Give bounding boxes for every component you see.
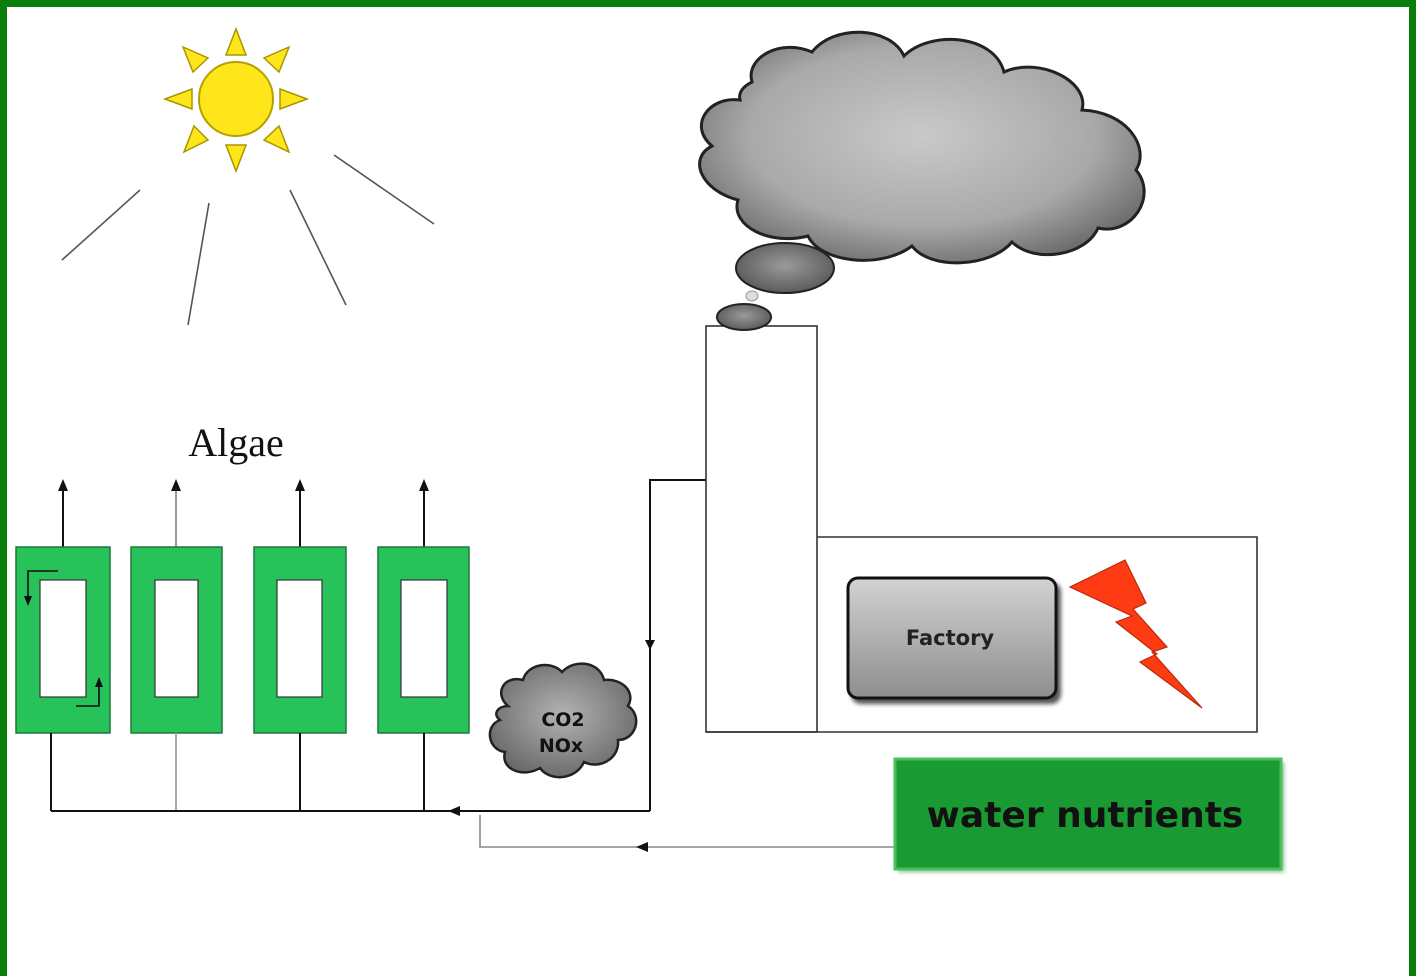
bioreactor-3 xyxy=(253,546,347,734)
bioreactor-1 xyxy=(15,546,111,734)
water-nutrients-label: water nutrients xyxy=(927,795,1244,836)
algae-label: Algae xyxy=(188,420,284,465)
bioreactor-2 xyxy=(130,546,223,734)
co2-label: CO2 xyxy=(541,709,584,731)
sun-icon xyxy=(162,26,310,174)
bioreactor-4 xyxy=(377,546,470,734)
sun-rays xyxy=(61,154,435,326)
factory-label: Factory xyxy=(906,626,995,650)
co2-nox-cloud: CO2 NOx xyxy=(488,662,638,779)
water-flow-arrow xyxy=(636,842,648,852)
gas-feed-arrow xyxy=(448,806,460,816)
smoke-cloud-icon xyxy=(698,30,1146,331)
water-nutrients-box: water nutrients xyxy=(893,757,1284,872)
factory-box: Factory xyxy=(846,576,1061,704)
water-pipe xyxy=(479,815,895,848)
nox-label: NOx xyxy=(539,735,583,757)
gas-flow-arrow xyxy=(645,640,655,650)
lightning-bolt-icon xyxy=(1068,559,1203,709)
gas-pipes xyxy=(50,479,706,812)
algae-output-arrows xyxy=(58,479,429,547)
